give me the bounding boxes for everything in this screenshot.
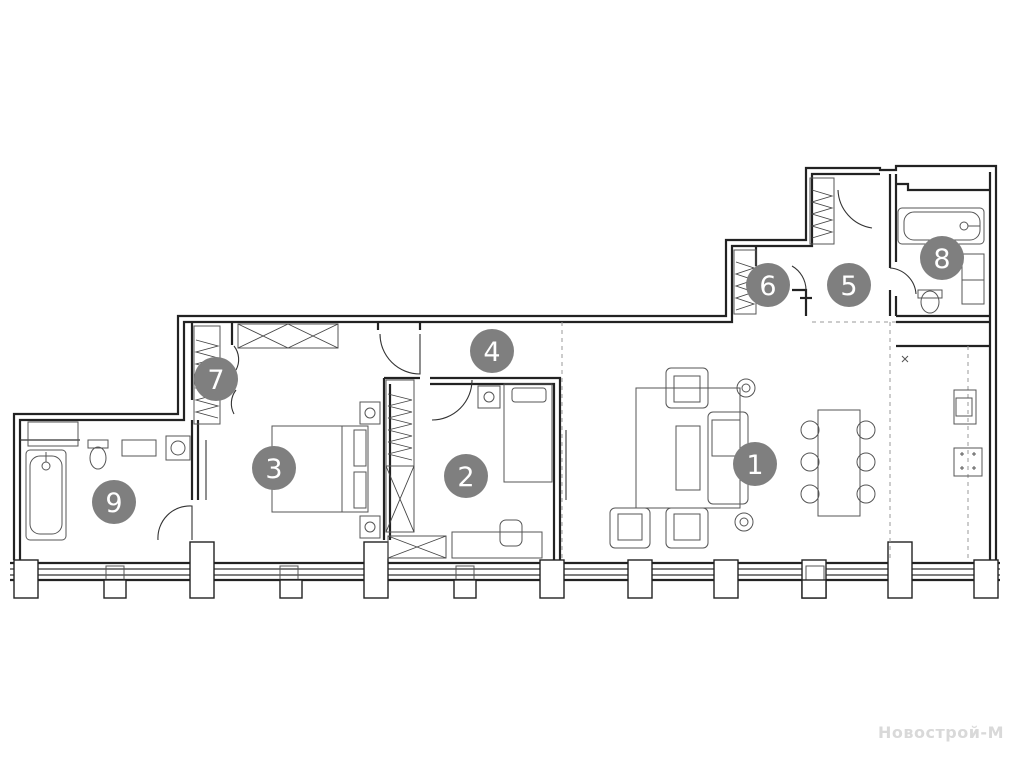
room-number-7: 7 — [207, 365, 224, 396]
bathroom-8-fixtures — [897, 207, 985, 314]
room-marker-6: 6 — [746, 263, 790, 307]
room-marker-2: 2 — [444, 454, 488, 498]
room-marker-7: 7 — [194, 357, 238, 401]
watermark: Новострой-М — [878, 723, 1004, 742]
room-number-1: 1 — [746, 450, 763, 481]
room-number-6: 6 — [759, 271, 776, 302]
outer-walls — [10, 164, 1000, 582]
room-marker-1: 1 — [733, 442, 777, 486]
room-marker-4: 4 — [470, 329, 514, 373]
room-marker-9: 9 — [92, 480, 136, 524]
room-number-8: 8 — [933, 244, 950, 275]
room-marker-3: 3 — [252, 446, 296, 490]
window-piers — [13, 541, 999, 599]
room-number-2: 2 — [457, 462, 474, 493]
room-number-9: 9 — [105, 488, 122, 519]
room-number-4: 4 — [483, 337, 500, 368]
doors — [157, 189, 917, 541]
bathroom-9-fixtures — [25, 435, 191, 541]
kitchen-fixtures — [901, 355, 983, 477]
room-number-3: 3 — [265, 454, 282, 485]
room-marker-8: 8 — [920, 236, 964, 280]
wardrobes — [193, 177, 835, 559]
zone-lines — [561, 321, 969, 560]
room-markers: 1 2 3 4 5 6 7 8 — [92, 236, 964, 524]
room-number-5: 5 — [840, 271, 857, 302]
room-2-furniture — [451, 383, 553, 559]
room-marker-5: 5 — [827, 263, 871, 307]
